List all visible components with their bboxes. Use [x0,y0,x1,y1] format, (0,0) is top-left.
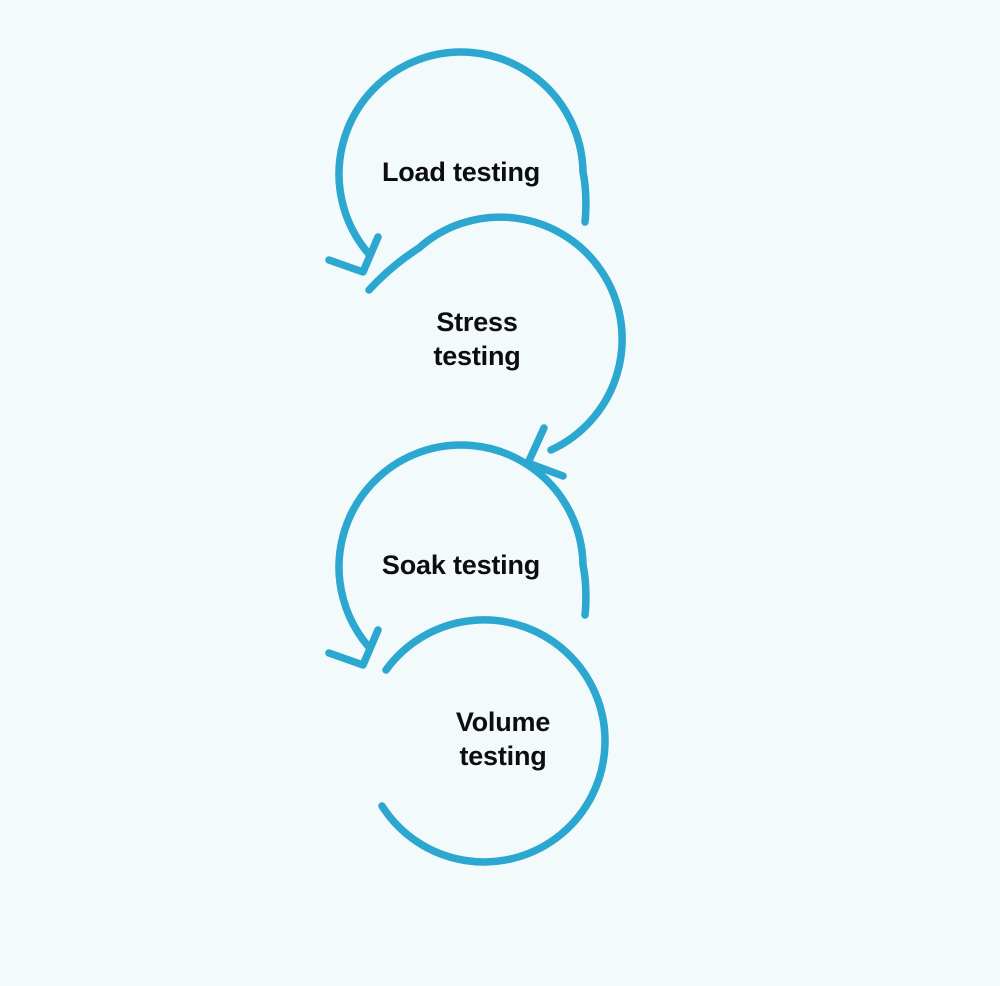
node-label-volume-testing: Volume testing [455,707,551,771]
step-arc-load-testing [325,48,590,276]
arrowhead-load-testing [325,233,382,276]
node-label-stress-testing: Stress testing [433,307,521,371]
node-label-soak-testing: Soak testing [381,550,541,580]
arc-path-stress-testing [365,213,626,454]
step-arc-soak-testing [325,441,590,669]
arc-path-load-testing [335,48,590,257]
arrowhead-soak-testing [325,626,382,669]
step-arc-volume-testing [378,616,609,866]
arc-path-soak-testing [335,441,590,650]
node-label-load-testing: Load testing [381,157,541,187]
arc-path-volume-testing [378,616,609,866]
